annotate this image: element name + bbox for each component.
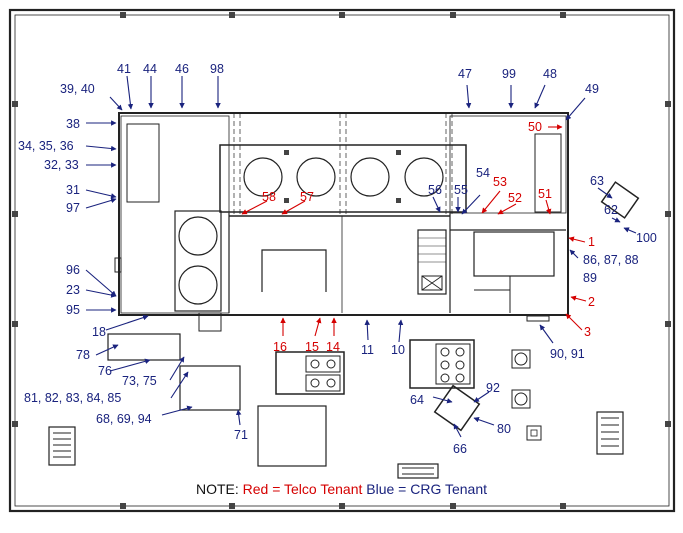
label-16: 16 [273, 340, 287, 354]
label-95: 95 [66, 303, 80, 317]
label-41: 41 [117, 62, 131, 76]
label-14: 14 [326, 340, 340, 354]
label-46: 46 [175, 62, 189, 76]
label-32-33: 32, 33 [44, 158, 79, 172]
label-38: 38 [66, 117, 80, 131]
label-31: 31 [66, 183, 80, 197]
label-57: 57 [300, 190, 314, 204]
label-48: 48 [543, 67, 557, 81]
label-49: 49 [585, 82, 599, 96]
label-50: 50 [528, 120, 542, 134]
label-68-69-94: 68, 69, 94 [96, 412, 152, 426]
label-52: 52 [508, 191, 522, 205]
perimeter-posts [12, 12, 671, 509]
note-telco: Red = Telco Tenant [242, 481, 363, 497]
label-10: 10 [391, 343, 405, 357]
label-51: 51 [538, 187, 552, 201]
stairwell [417, 229, 447, 295]
tank-units [174, 210, 222, 312]
label-23: 23 [66, 283, 80, 297]
label-99: 99 [502, 67, 516, 81]
note-prefix: NOTE: [195, 481, 243, 497]
label-47: 47 [458, 67, 472, 81]
label-96: 96 [66, 263, 80, 277]
label-92: 92 [486, 381, 500, 395]
note-crg: Blue = CRG Tenant [362, 481, 488, 497]
label-80: 80 [497, 422, 511, 436]
crg-arrows [85, 75, 637, 438]
crg-labels: 39, 40 41 44 46 98 38 34, 35, 36 32, 33 … [18, 62, 657, 456]
telco-labels: 58 57 53 52 51 50 1 2 3 16 15 14 [262, 120, 595, 354]
label-98: 98 [210, 62, 224, 76]
label-76: 76 [98, 364, 112, 378]
label-18: 18 [92, 325, 106, 339]
label-58: 58 [262, 190, 276, 204]
label-15: 15 [305, 340, 319, 354]
lower-equipment [107, 181, 640, 467]
floor-grates [48, 411, 624, 479]
label-62: 62 [604, 203, 618, 217]
label-56: 56 [428, 183, 442, 197]
label-64: 64 [410, 393, 424, 407]
label-78: 78 [76, 348, 90, 362]
label-1: 1 [588, 235, 595, 249]
telco-arrows [241, 124, 587, 337]
label-54: 54 [476, 166, 490, 180]
label-39-40: 39, 40 [60, 82, 95, 96]
legend-note: NOTE: Red = Telco Tenant Blue = CRG Tena… [0, 481, 683, 497]
label-73-75: 73, 75 [122, 374, 157, 388]
label-63: 63 [590, 174, 604, 188]
label-100: 100 [636, 231, 657, 245]
label-66: 66 [453, 442, 467, 456]
label-34-35-36: 34, 35, 36 [18, 139, 74, 153]
label-89: 89 [583, 271, 597, 285]
rooftop-equipment [219, 113, 467, 216]
label-55: 55 [454, 183, 468, 197]
label-44: 44 [143, 62, 157, 76]
label-81-85: 81, 82, 83, 84, 85 [24, 391, 121, 405]
label-90-91: 90, 91 [550, 347, 585, 361]
label-3: 3 [584, 325, 591, 339]
label-2: 2 [588, 295, 595, 309]
label-11: 11 [361, 343, 374, 357]
label-86-87-88: 86, 87, 88 [583, 253, 639, 267]
label-97: 97 [66, 201, 80, 215]
label-53: 53 [493, 175, 507, 189]
main-structure [114, 112, 569, 332]
label-71: 71 [234, 428, 248, 442]
